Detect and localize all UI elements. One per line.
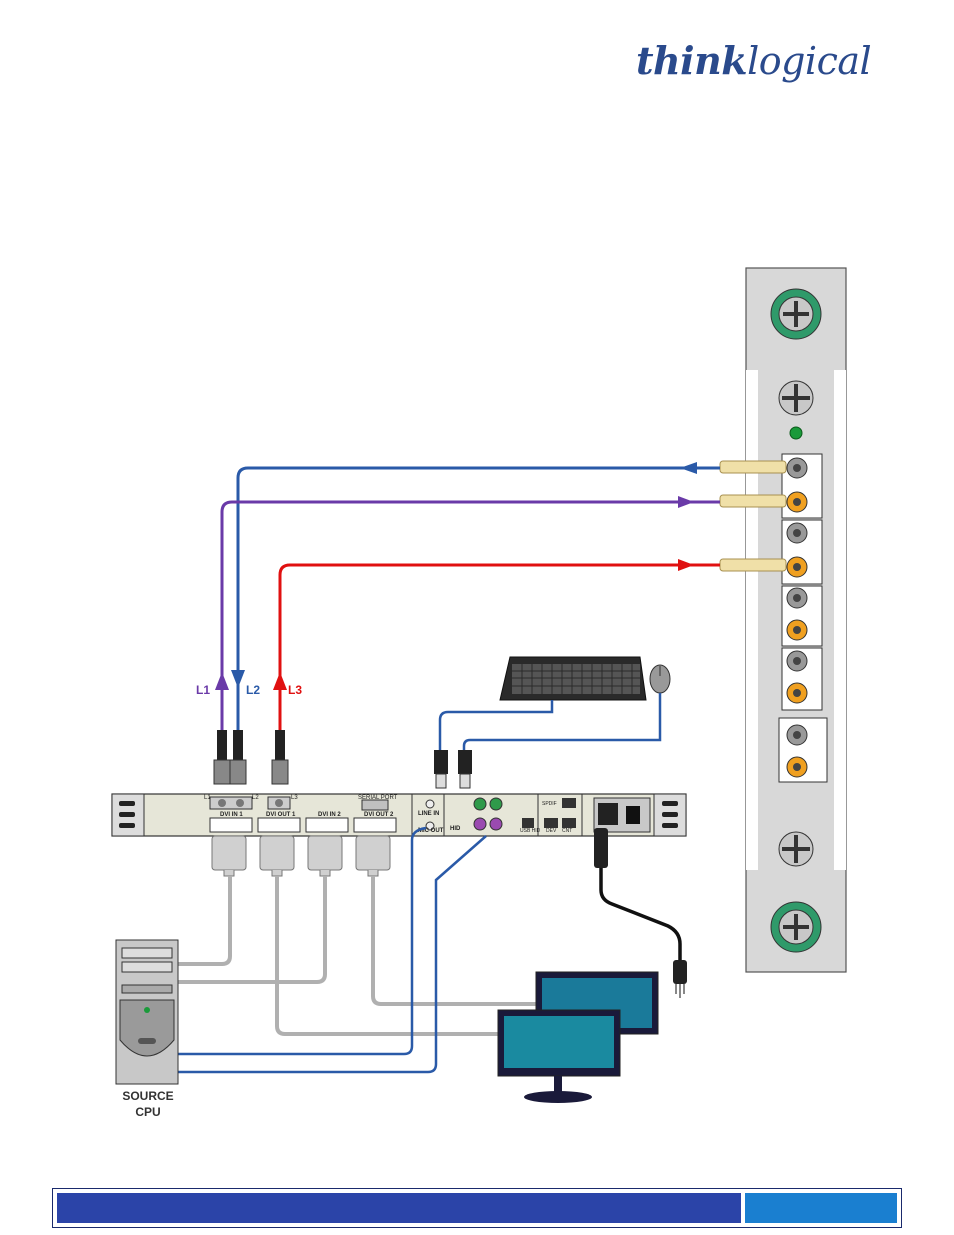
- source-cpu-label-1: SOURCE: [122, 1089, 173, 1103]
- rack-port-l2: L2: [252, 795, 259, 801]
- cable-l3: [278, 563, 720, 735]
- rack-mic-out: MIC OUT: [418, 828, 444, 834]
- fiber-plugs: [213, 730, 289, 785]
- footer-main-band: [57, 1193, 741, 1223]
- label-l1: L1: [196, 683, 210, 697]
- usb-plugs: [434, 750, 472, 789]
- rack-spdif: SPDIF: [542, 801, 557, 807]
- port-pair-4: [781, 647, 823, 711]
- source-cpu-label-2: CPU: [135, 1105, 160, 1119]
- lc-connectors: [719, 460, 787, 572]
- rack-serial-port: SERIAL PORT: [358, 795, 398, 801]
- keyboard-cable: [438, 700, 554, 750]
- rack-dev: DEV: [546, 828, 557, 834]
- audio-cable: [178, 826, 427, 1056]
- port-pair-1: [781, 453, 823, 519]
- power-cord: [594, 828, 687, 998]
- logo-think: think: [636, 38, 748, 83]
- mouse: [649, 664, 671, 694]
- rack-dvi-in-2: DVI IN 2: [318, 812, 341, 818]
- port-pair-3: [781, 585, 823, 647]
- rack-port-l3: L3: [291, 795, 298, 801]
- footer-side-band: [745, 1193, 897, 1223]
- usb-cable: [178, 835, 487, 1074]
- cable-l1: [220, 500, 720, 735]
- rack-port-l1: L1: [204, 795, 211, 801]
- thinklogical-logo: thinklogical: [636, 38, 872, 83]
- rack-dvi-out-1: DVI OUT 1: [266, 812, 296, 818]
- rack-usb-hid: USB HID: [520, 828, 541, 834]
- label-l2: L2: [246, 683, 260, 697]
- rack-dvi-in-1: DVI IN 1: [220, 812, 243, 818]
- port-pair-2: [781, 519, 823, 585]
- video-cables: [178, 876, 540, 1036]
- dvi-connectors: [211, 835, 391, 877]
- fiber-ports: [778, 453, 828, 783]
- mouse-cable: [462, 693, 662, 750]
- label-l3: L3: [288, 683, 302, 697]
- source-cpu: [115, 939, 179, 1085]
- keyboard: [499, 656, 647, 701]
- rack-line-in: LINE IN: [418, 811, 439, 817]
- rack-unit: [111, 793, 687, 837]
- rack-dvi-out-2: DVI OUT 2: [364, 812, 394, 818]
- footer-bar: [52, 1188, 902, 1228]
- cable-l2: [236, 466, 720, 735]
- monitor-front: [497, 1009, 621, 1103]
- rack-hid: HID: [450, 826, 461, 832]
- rack-ctrl: CNT: [562, 828, 572, 834]
- port-pair-5: [778, 717, 828, 783]
- logo-logical: logical: [747, 39, 872, 83]
